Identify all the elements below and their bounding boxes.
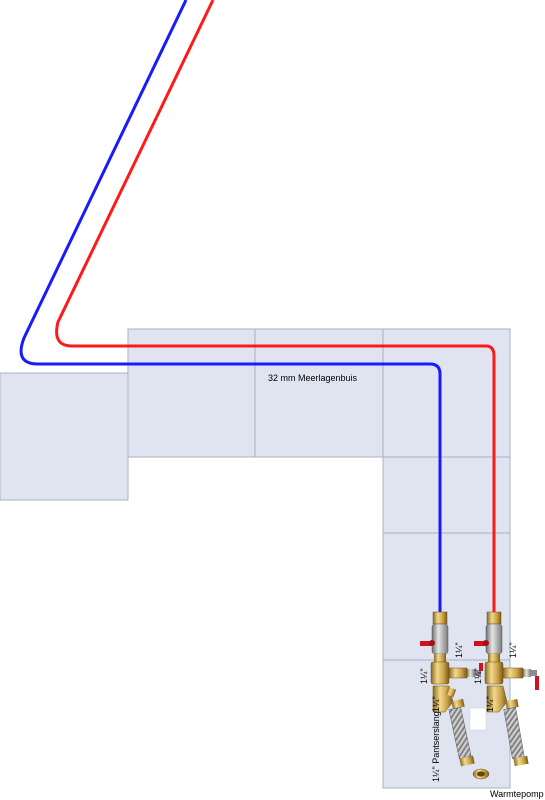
ball-valve-icon bbox=[420, 640, 435, 646]
brass-nipple bbox=[434, 654, 446, 662]
panel-top-2 bbox=[254, 328, 384, 458]
floor-panels bbox=[0, 328, 511, 789]
fitting-set-return bbox=[420, 611, 490, 780]
hose-bracket bbox=[469, 707, 487, 731]
panel-right-1 bbox=[382, 456, 511, 534]
braided-hose-icon bbox=[503, 699, 529, 767]
panel-top-3 bbox=[382, 328, 511, 458]
ball-valve-body bbox=[485, 623, 503, 655]
brass-nipple bbox=[488, 654, 500, 662]
fitting-set-supply bbox=[474, 611, 539, 767]
drain-valve-icon bbox=[531, 670, 539, 690]
fitting-size-label-elbow-right: 1¼" bbox=[485, 696, 495, 712]
fitting-size-label-valve-right: 1¼" bbox=[508, 642, 518, 658]
brass-elbow-icon bbox=[486, 685, 508, 713]
compression-coupling bbox=[486, 611, 502, 625]
brass-elbow-icon bbox=[432, 685, 457, 713]
braided-hose-icon bbox=[448, 698, 475, 767]
compression-coupling bbox=[432, 611, 448, 625]
device-label: Warmtepomp bbox=[490, 789, 544, 799]
brass-tee bbox=[484, 661, 531, 685]
fitting-size-label-valve-left: 1¼" bbox=[454, 642, 464, 658]
panel-left-outer bbox=[0, 372, 129, 501]
ball-valve-icon bbox=[474, 640, 489, 646]
fitting-size-label-tee-right: 1¼" bbox=[473, 668, 483, 684]
return-pipe-blue bbox=[19, 0, 442, 612]
ball-valve-body bbox=[431, 623, 449, 655]
fitting-size-label-elbow-left: 1¼" bbox=[431, 696, 441, 712]
hose-label: 1¼" Pantserslang bbox=[431, 711, 441, 782]
drain-valve-icon bbox=[475, 663, 483, 676]
fitting-size-label-tee-left: 1¼" bbox=[419, 668, 429, 684]
pipe-type-label: 32 mm Meerlagenbuis bbox=[268, 373, 358, 383]
brass-tee bbox=[430, 661, 475, 685]
supply-pipe-red bbox=[55, 0, 496, 612]
panel-top-1 bbox=[127, 328, 256, 458]
